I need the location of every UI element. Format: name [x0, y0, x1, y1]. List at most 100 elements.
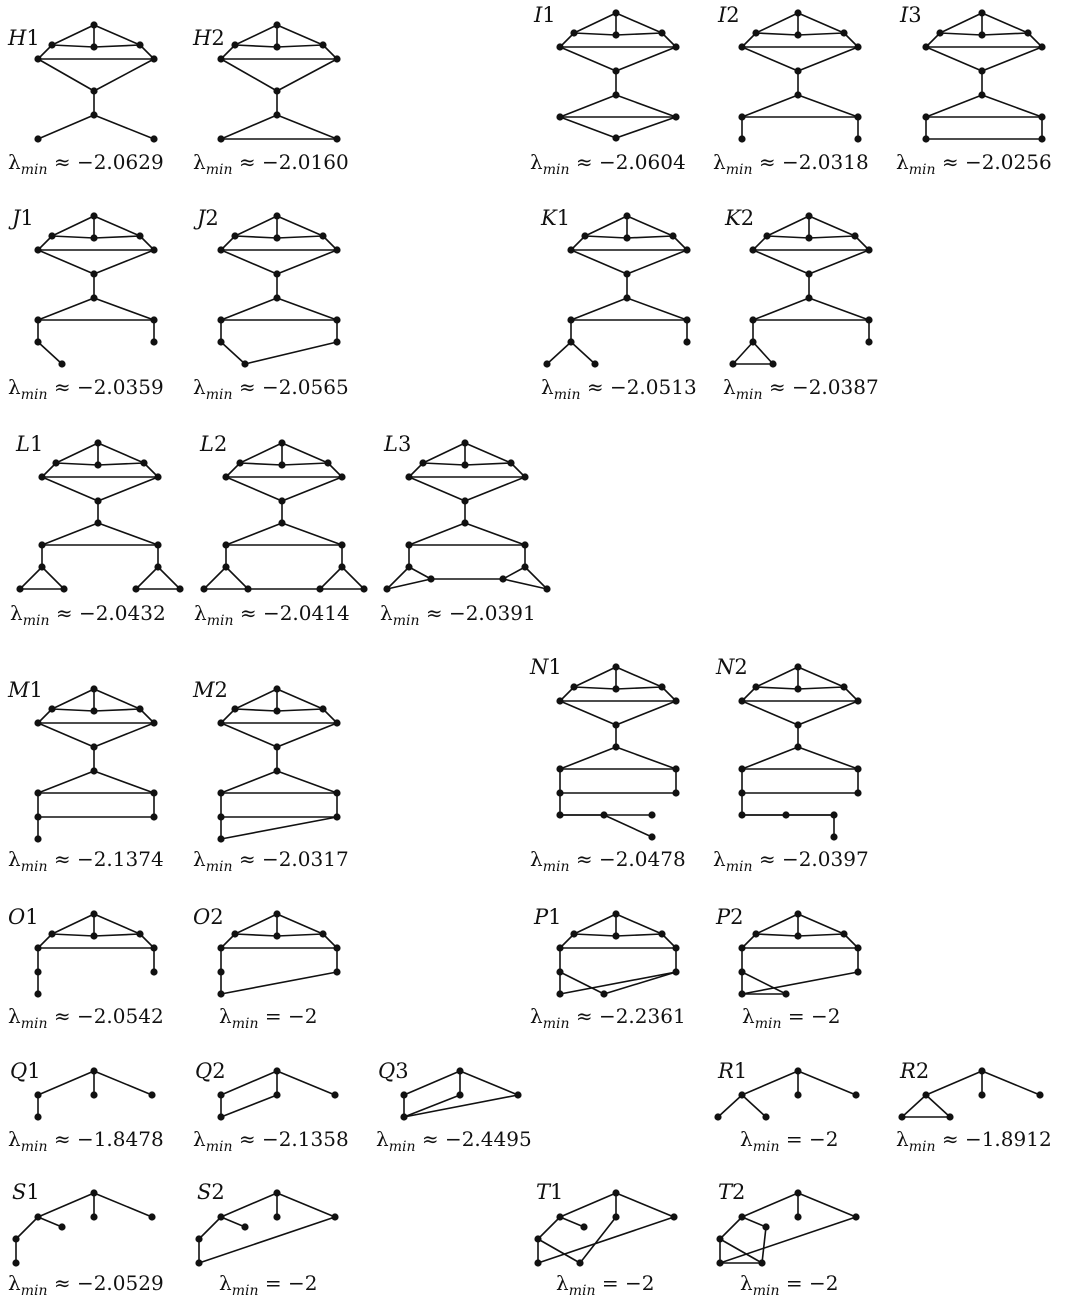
- edge: [615, 746, 677, 770]
- edge: [386, 578, 432, 590]
- vertex: [922, 43, 930, 51]
- vertex: [738, 990, 746, 998]
- vertex: [273, 767, 281, 775]
- vertex: [922, 113, 930, 121]
- lambda-min-l3: λmin ≈ −2.0391: [380, 601, 536, 629]
- vertex: [556, 990, 564, 998]
- vertex: [581, 232, 589, 240]
- edge: [37, 297, 95, 321]
- vertex: [34, 1091, 42, 1099]
- edge: [981, 32, 1029, 36]
- edge: [939, 32, 983, 36]
- vertex: [136, 232, 144, 240]
- edge: [752, 297, 810, 321]
- vertex: [176, 585, 184, 593]
- vertex: [612, 663, 620, 671]
- vertex: [556, 811, 564, 819]
- edge: [797, 46, 859, 72]
- vertex: [319, 930, 327, 938]
- vertex: [865, 338, 873, 346]
- vertex: [34, 968, 42, 976]
- vertex: [854, 43, 862, 51]
- edge: [573, 32, 617, 36]
- vertex: [150, 135, 158, 143]
- vertex: [936, 29, 944, 37]
- vertex: [794, 1189, 802, 1197]
- edge: [719, 1216, 857, 1264]
- edge: [752, 249, 810, 275]
- vertex: [231, 705, 239, 713]
- edge: [403, 1070, 461, 1096]
- vertex: [38, 563, 46, 571]
- vertex: [273, 1213, 281, 1221]
- vertex: [241, 360, 249, 368]
- vertex: [217, 719, 225, 727]
- edge: [797, 1070, 857, 1096]
- edge: [234, 44, 278, 48]
- edge: [234, 708, 278, 712]
- graph-name-o2: O2: [193, 905, 224, 929]
- vertex: [273, 1189, 281, 1197]
- vertex: [672, 113, 680, 121]
- vertex: [672, 43, 680, 51]
- edge: [135, 566, 159, 590]
- edge: [741, 746, 799, 770]
- vertex: [217, 813, 225, 821]
- edge: [925, 1070, 983, 1096]
- lambda-min-k1: λmin ≈ −2.0513: [541, 375, 697, 403]
- edge: [281, 522, 343, 546]
- edge: [276, 770, 338, 794]
- graph-name-h2: H2: [192, 26, 225, 50]
- vertex: [273, 270, 281, 278]
- edge: [276, 933, 324, 937]
- edge: [573, 12, 617, 34]
- graph-name-o1: O1: [8, 905, 39, 929]
- vertex: [556, 944, 564, 952]
- vertex: [333, 968, 341, 976]
- vertex: [217, 968, 225, 976]
- vertex: [456, 1067, 464, 1075]
- vertex: [278, 497, 286, 505]
- edge: [808, 235, 856, 239]
- vertex: [136, 705, 144, 713]
- edge: [51, 235, 95, 239]
- lambda-min-q3: λmin ≈ −2.4495: [376, 1127, 532, 1155]
- lambda-min-m1: λmin ≈ −2.1374: [8, 847, 164, 875]
- vertex: [132, 585, 140, 593]
- vertex: [333, 719, 341, 727]
- vertex: [150, 813, 158, 821]
- graph-name-q1: Q1: [10, 1059, 41, 1083]
- vertex: [534, 1259, 542, 1267]
- edge: [281, 476, 343, 502]
- vertex: [400, 1113, 408, 1121]
- vertex: [612, 1189, 620, 1197]
- edge: [603, 971, 677, 995]
- edge: [276, 114, 338, 140]
- vertex: [333, 338, 341, 346]
- vertex: [830, 833, 838, 841]
- vertex: [90, 767, 98, 775]
- vertex: [738, 1091, 746, 1099]
- vertex: [865, 246, 873, 254]
- vertex: [90, 1067, 98, 1075]
- vertex: [794, 9, 802, 17]
- graph-name-r1: R1: [717, 1059, 747, 1083]
- edge: [797, 700, 859, 726]
- vertex: [567, 316, 575, 324]
- lambda-min-q2: λmin ≈ −2.1358: [193, 1127, 349, 1155]
- edge: [615, 46, 677, 72]
- edge: [732, 341, 754, 365]
- edge: [276, 215, 324, 237]
- edge: [239, 462, 283, 466]
- edge: [797, 666, 845, 688]
- vertex: [319, 232, 327, 240]
- vertex: [405, 541, 413, 549]
- vertex: [683, 316, 691, 324]
- edge: [276, 235, 324, 239]
- vertex: [612, 721, 620, 729]
